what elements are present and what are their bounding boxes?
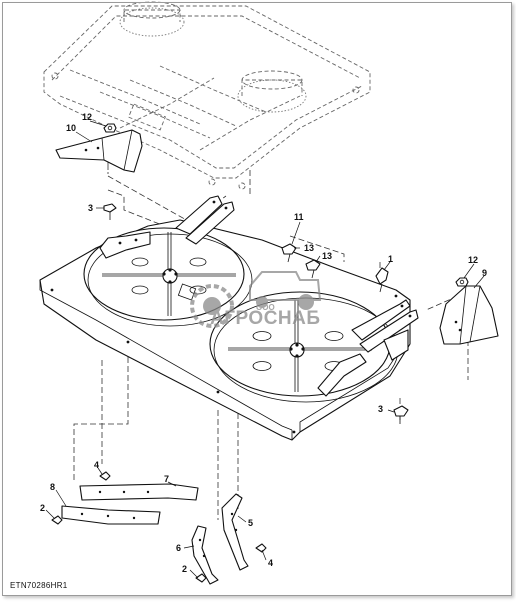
callout-leaders (45, 120, 485, 579)
part-12-nut-right (455, 277, 469, 287)
callout-6: 6 (176, 543, 181, 553)
callout-4-left: 4 (94, 460, 99, 470)
part-7-skirt-strip (79, 483, 199, 501)
part-3-bolt-left (103, 203, 117, 220)
part-5-skirt-curved (221, 493, 249, 571)
watermark-prefix: ООО (256, 303, 275, 312)
part-12-nut-upper (103, 123, 117, 133)
callout-5: 5 (248, 518, 253, 528)
callout-12-right: 12 (468, 255, 478, 265)
callout-9: 9 (482, 268, 487, 278)
callout-7: 7 (164, 474, 169, 484)
watermark-company: АГРОСНАБ (210, 308, 321, 329)
callout-13-a: 13 (304, 243, 314, 253)
callout-10: 10 (66, 123, 76, 133)
left-deck-brackets (99, 195, 235, 259)
ghost-deck-housing (43, 1, 371, 190)
callout-3-right: 3 (378, 404, 383, 414)
drawing-reference-code: ETN70286HR1 (10, 581, 68, 590)
part-13-bolts (281, 243, 321, 279)
watermark-logo: ООО АГРОСНАБ (190, 271, 322, 329)
callout-11: 11 (294, 212, 304, 222)
callout-2-left: 2 (40, 503, 45, 513)
part-4-bolt-b (255, 543, 267, 553)
callout-13-b: 13 (322, 251, 332, 261)
part-2-nut-b (195, 573, 207, 583)
callout-3-left: 3 (88, 203, 93, 213)
right-deck-brackets (317, 299, 419, 397)
callout-12-upper: 12 (82, 112, 92, 122)
part-3-bolt-right (393, 405, 409, 424)
part-1-bolt (375, 267, 389, 293)
part-9-deflector-bracket (439, 285, 499, 345)
part-10-deflector-bracket (55, 129, 143, 173)
callout-2-right: 2 (182, 564, 187, 574)
diagram-frame (2, 2, 512, 596)
callout-1: 1 (388, 254, 393, 264)
part-8-skirt-strip (61, 505, 161, 525)
callout-labels: 12 10 3 11 13 13 1 12 9 3 4 7 8 2 5 6 4 … (40, 112, 487, 574)
part-6-skirt-curved (191, 525, 219, 585)
mower-deck-plate (39, 219, 411, 441)
callout-4-right: 4 (268, 558, 273, 568)
part-2-nut-a (51, 515, 63, 525)
callout-8: 8 (50, 482, 55, 492)
part-4-bolt-a (99, 471, 111, 481)
